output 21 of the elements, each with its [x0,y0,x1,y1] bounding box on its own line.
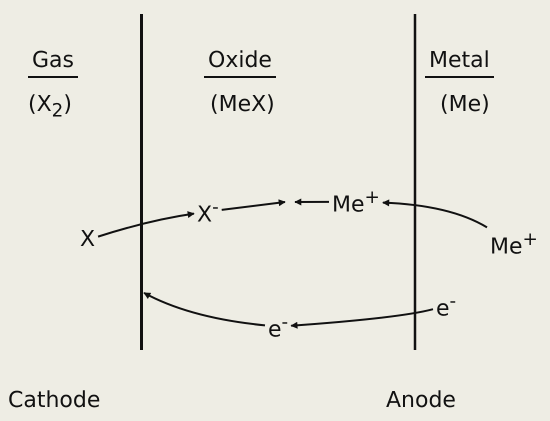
species-label: e$^{-}$ [436,290,456,322]
species-label: Me$^{+}$ [490,228,538,260]
arrow [98,211,195,238]
arrow [294,198,329,206]
arrow [222,199,286,211]
arrow [382,199,488,228]
species-label: X$^{-}$ [197,196,219,228]
formula-label: (Me) [440,92,490,118]
species-label: e$^{-}$ [268,311,288,342]
phase-heading: Gas [28,48,78,78]
arrow [143,292,266,326]
phase-heading: Oxide [204,48,276,78]
species-label: Me$^{+}$ [332,186,380,218]
arrow [290,308,434,329]
formula-label: (MeX) [210,92,275,118]
phase-heading: Metal [425,48,494,78]
formula-label: (X$_{2}$) [28,92,72,124]
species-label: X [80,228,96,252]
electrode-label: Cathode [8,388,100,414]
electrode-label: Anode [386,388,456,414]
interface-line [140,14,143,350]
